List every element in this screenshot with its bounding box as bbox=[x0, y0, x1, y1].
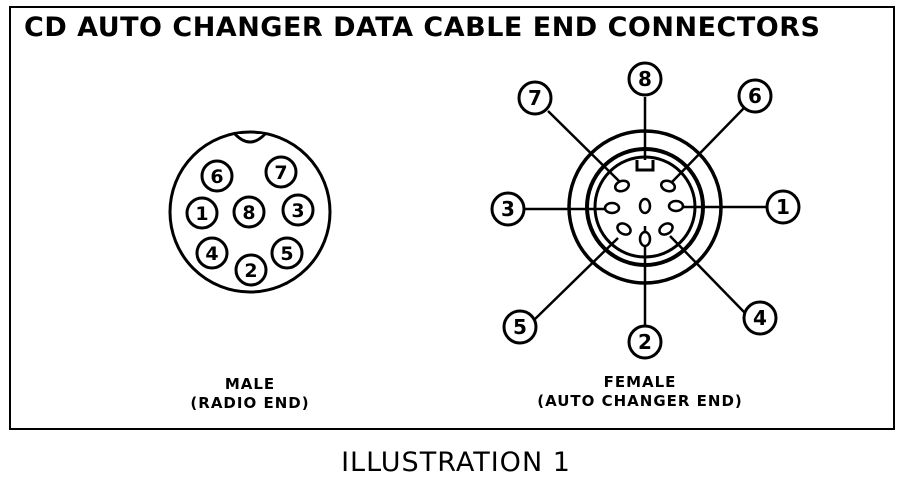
male-pin-6: 6 bbox=[200, 159, 234, 193]
male-pin-1-label: 1 bbox=[195, 203, 208, 225]
female-pin-3: 3 bbox=[490, 191, 526, 227]
female-pin-5-label: 5 bbox=[513, 315, 527, 339]
female-pin-7: 7 bbox=[517, 80, 553, 116]
male-pin-6-label: 6 bbox=[210, 166, 223, 188]
female-pin-6: 6 bbox=[737, 78, 773, 114]
male-pin-2-label: 2 bbox=[244, 260, 257, 282]
female-key-tab bbox=[635, 160, 655, 172]
female-caption-line2: (AUTO CHANGER END) bbox=[537, 392, 743, 410]
male-pin-3-label: 3 bbox=[291, 200, 304, 222]
female-inner-ring bbox=[593, 155, 697, 259]
female-pin-2: 2 bbox=[627, 324, 663, 360]
female-caption: FEMALE (AUTO CHANGER END) bbox=[505, 373, 775, 411]
female-pin-2-label: 2 bbox=[638, 330, 652, 354]
female-pin-5: 5 bbox=[502, 309, 538, 345]
female-pin-7-label: 7 bbox=[528, 86, 542, 110]
female-outer-ring bbox=[567, 129, 723, 285]
male-pin-7-label: 7 bbox=[274, 162, 287, 184]
female-pin-1-label: 1 bbox=[776, 195, 790, 219]
male-pin-5-label: 5 bbox=[280, 243, 293, 265]
female-pin-3-label: 3 bbox=[501, 197, 515, 221]
male-pin-4-label: 4 bbox=[205, 243, 218, 265]
female-pin-4-label: 4 bbox=[753, 306, 767, 330]
male-caption-line1: MALE bbox=[224, 375, 276, 393]
female-connector: 8 7 6 3 1 5 4 2 bbox=[490, 61, 801, 360]
male-pin-4: 4 bbox=[195, 236, 229, 270]
male-pin-3: 3 bbox=[281, 193, 315, 227]
male-pin-2: 2 bbox=[234, 253, 268, 287]
diagram-title: CD AUTO CHANGER DATA CABLE END CONNECTOR… bbox=[24, 12, 821, 43]
male-caption-line2: (RADIO END) bbox=[190, 394, 310, 412]
female-pin-6-label: 6 bbox=[748, 84, 762, 108]
male-connector: 6 7 1 8 3 4 5 2 bbox=[168, 130, 332, 294]
female-pin-1: 1 bbox=[765, 189, 801, 225]
female-pin-4: 4 bbox=[742, 300, 778, 336]
illustration-caption: ILLUSTRATION 1 bbox=[341, 447, 571, 478]
male-caption: MALE (RADIO END) bbox=[165, 375, 335, 413]
female-socket-holes bbox=[603, 179, 685, 248]
male-pin-5: 5 bbox=[270, 236, 304, 270]
male-pin-7: 7 bbox=[264, 155, 298, 189]
female-middle-ring bbox=[585, 147, 705, 267]
male-key-notch bbox=[233, 132, 267, 144]
diagram-frame bbox=[9, 6, 895, 430]
female-caption-line1: FEMALE bbox=[603, 373, 677, 391]
male-connector-body bbox=[168, 130, 332, 294]
female-pin-8: 8 bbox=[627, 61, 663, 97]
male-pin-8-label: 8 bbox=[242, 202, 255, 224]
male-pin-8: 8 bbox=[232, 195, 266, 229]
female-pin-8-label: 8 bbox=[638, 67, 652, 91]
male-pin-1: 1 bbox=[185, 196, 219, 230]
